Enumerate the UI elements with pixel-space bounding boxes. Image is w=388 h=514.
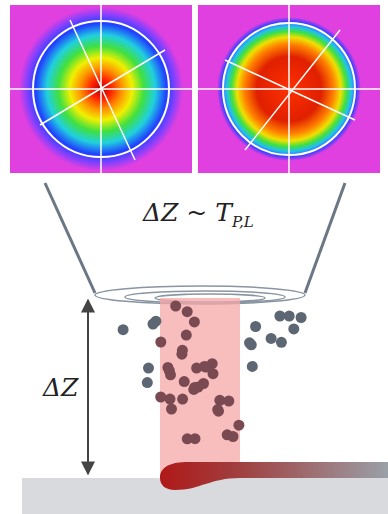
dimension-label: ΔZ xyxy=(43,375,78,400)
formula-label: ΔZ ~ TP,L xyxy=(143,200,254,225)
particle xyxy=(155,337,166,348)
particle xyxy=(182,306,193,317)
particle xyxy=(193,382,204,393)
particle xyxy=(181,330,192,341)
particle xyxy=(288,323,299,334)
dimension-arrow xyxy=(87,300,89,474)
particle xyxy=(284,311,295,322)
beam-profile xyxy=(198,5,380,173)
particle xyxy=(247,361,258,372)
particle xyxy=(170,301,181,312)
particle xyxy=(118,324,129,335)
laser-beam xyxy=(160,298,240,478)
formula-text: ΔZ ~ T xyxy=(143,198,232,227)
melt-pool xyxy=(160,462,388,490)
particle xyxy=(179,376,190,387)
particle xyxy=(143,363,154,374)
beam-profile xyxy=(10,5,192,173)
particle xyxy=(222,429,233,440)
particle xyxy=(296,312,307,323)
particle xyxy=(276,337,287,348)
particle xyxy=(212,404,223,415)
particle xyxy=(142,377,153,388)
particle xyxy=(190,433,201,444)
particle xyxy=(250,321,261,332)
particle xyxy=(177,394,188,405)
nozzle xyxy=(45,183,345,293)
particle xyxy=(166,404,177,415)
particle xyxy=(177,345,188,356)
particle xyxy=(164,365,175,376)
crosshair xyxy=(198,5,380,173)
particle xyxy=(233,420,244,431)
particle xyxy=(189,316,200,327)
crosshair xyxy=(10,5,192,173)
particle xyxy=(266,333,277,344)
particle xyxy=(191,363,202,374)
formula-subscript: P,L xyxy=(232,213,254,231)
particle xyxy=(223,396,234,407)
powder-particles xyxy=(118,301,307,445)
particle xyxy=(155,392,166,403)
particle xyxy=(148,319,159,330)
particle xyxy=(244,337,255,348)
particle xyxy=(165,394,176,405)
